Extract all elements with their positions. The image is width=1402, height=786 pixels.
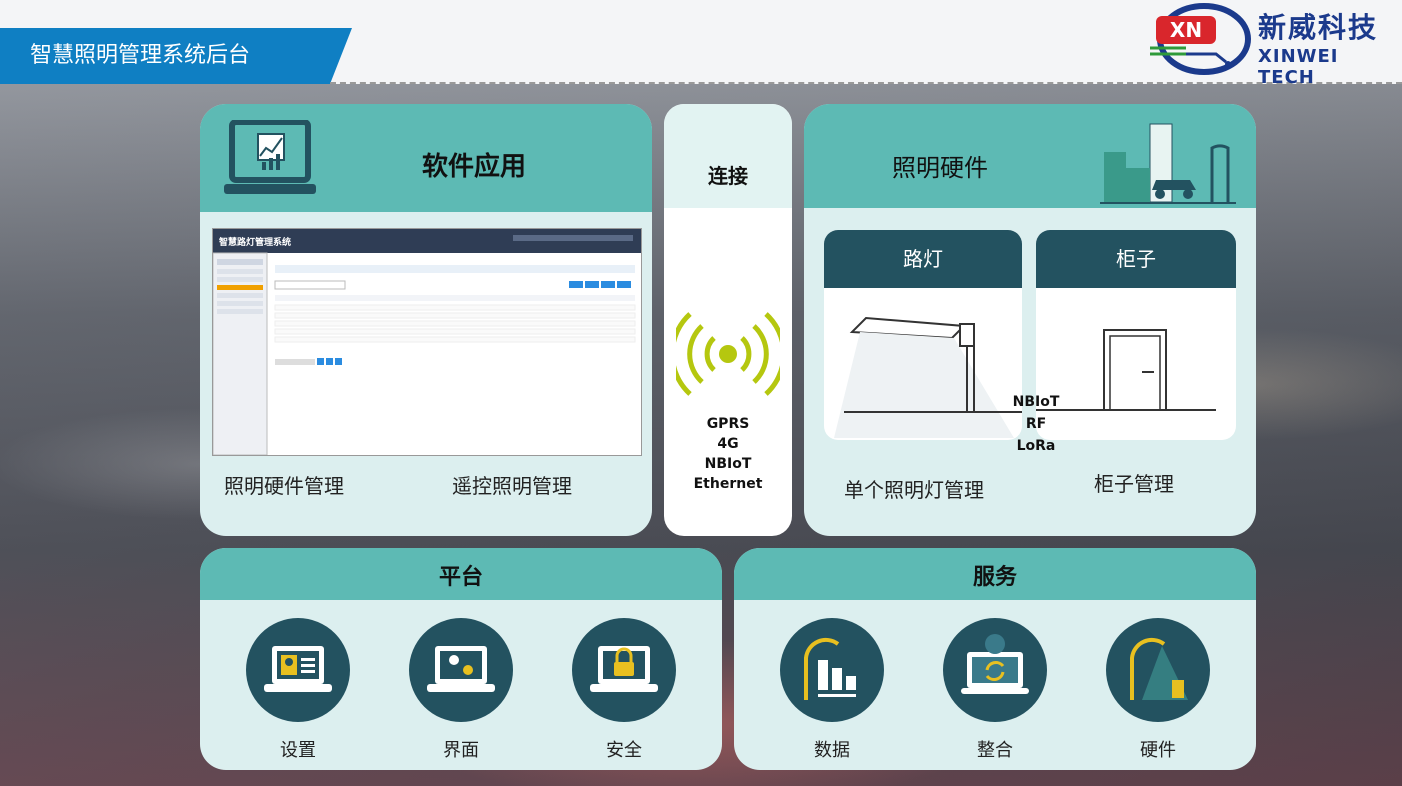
platform-title: 平台: [200, 548, 722, 600]
single-light-management-label: 单个照明灯管理: [844, 478, 984, 502]
settings-label: 设置: [280, 740, 316, 761]
integration-icon-graphic: [961, 634, 1029, 694]
hw-protocol-rf: RF: [1025, 416, 1047, 432]
hardware-panel-header: [804, 104, 1256, 208]
cabinet-management-label: 柜子管理: [1094, 472, 1174, 496]
software-panel: 软件应用 智慧路灯管理系统 照明硬件管理 遥控照明管: [200, 104, 652, 536]
connect-title: 连接: [708, 164, 748, 188]
hardware-service-icon: [1106, 618, 1210, 722]
streetlight-card-title: 路灯: [824, 230, 1022, 288]
logo-brand-name: 新威科技: [1258, 11, 1379, 44]
data-icon: [780, 618, 884, 722]
security-icon: [572, 618, 676, 722]
protocol-nbiot: NBIoT: [704, 456, 752, 472]
integration-icon: [943, 618, 1047, 722]
hardware-service-icon-graphic: [1130, 637, 1188, 700]
laptop-chart-icon: [224, 120, 316, 194]
connect-panel-header: [664, 104, 792, 208]
interface-label: 界面: [443, 740, 479, 761]
hardware-title: 照明硬件: [892, 154, 988, 182]
service-title: 服务: [734, 548, 1256, 600]
streetlight-icon: [834, 316, 1022, 438]
software-title: 软件应用: [422, 152, 527, 182]
logo-mark-icon: XN: [1150, 3, 1251, 75]
header-divider: [330, 82, 1402, 84]
logo-mark-text: XN: [1170, 18, 1202, 42]
cabinet-card: 柜子: [1036, 230, 1236, 440]
streetlight-card: 路灯: [824, 230, 1022, 440]
interface-icon-graphic: [427, 646, 495, 692]
hw-protocol-nbiot: NBIoT: [1012, 394, 1060, 410]
connect-panel: 连接 GPRS 4G NBIoT Ethernet: [664, 104, 792, 536]
protocol-ethernet: Ethernet: [693, 476, 763, 492]
wireless-signal-icon: [676, 312, 780, 396]
platform-panel: 平台 设置 界面 安全: [200, 548, 722, 770]
data-label: 数据: [814, 740, 850, 761]
admin-system-screenshot: 智慧路灯管理系统: [212, 228, 642, 456]
protocol-4g: 4G: [717, 436, 739, 452]
admin-screenshot-graphic: 智慧路灯管理系统: [212, 229, 641, 456]
logo-brand-sub: XINWEI TECH: [1258, 46, 1339, 88]
data-icon-graphic: [804, 637, 856, 700]
protocol-gprs: GPRS: [706, 416, 750, 432]
security-icon-graphic: [590, 646, 658, 692]
company-logo: XN 新威科技 XINWEI TECH: [1146, 2, 1396, 88]
page-title: 智慧照明管理系统后台: [0, 28, 352, 84]
integration-label: 整合: [977, 740, 1013, 761]
remote-lighting-management-label: 遥控照明管理: [452, 474, 572, 498]
hardware-service-label: 硬件: [1140, 740, 1176, 761]
cabinet-card-title: 柜子: [1036, 230, 1236, 288]
hw-protocol-lora: LoRa: [1016, 438, 1056, 454]
service-panel: 服务 数据 整合 硬件: [734, 548, 1256, 770]
settings-icon-graphic: [264, 646, 332, 692]
interface-icon: [409, 618, 513, 722]
cabinet-icon: [1036, 329, 1216, 411]
screenshot-system-title: 智慧路灯管理系统: [219, 236, 291, 248]
lighting-hardware-management-label: 照明硬件管理: [224, 474, 344, 498]
city-streetlight-icon: [1100, 123, 1236, 204]
security-label: 安全: [606, 740, 642, 761]
hardware-panel: 照明硬件 路灯 柜子 NBIoT RF LoRa 单个照明灯管理 柜子管: [804, 104, 1256, 536]
settings-icon: [246, 618, 350, 722]
